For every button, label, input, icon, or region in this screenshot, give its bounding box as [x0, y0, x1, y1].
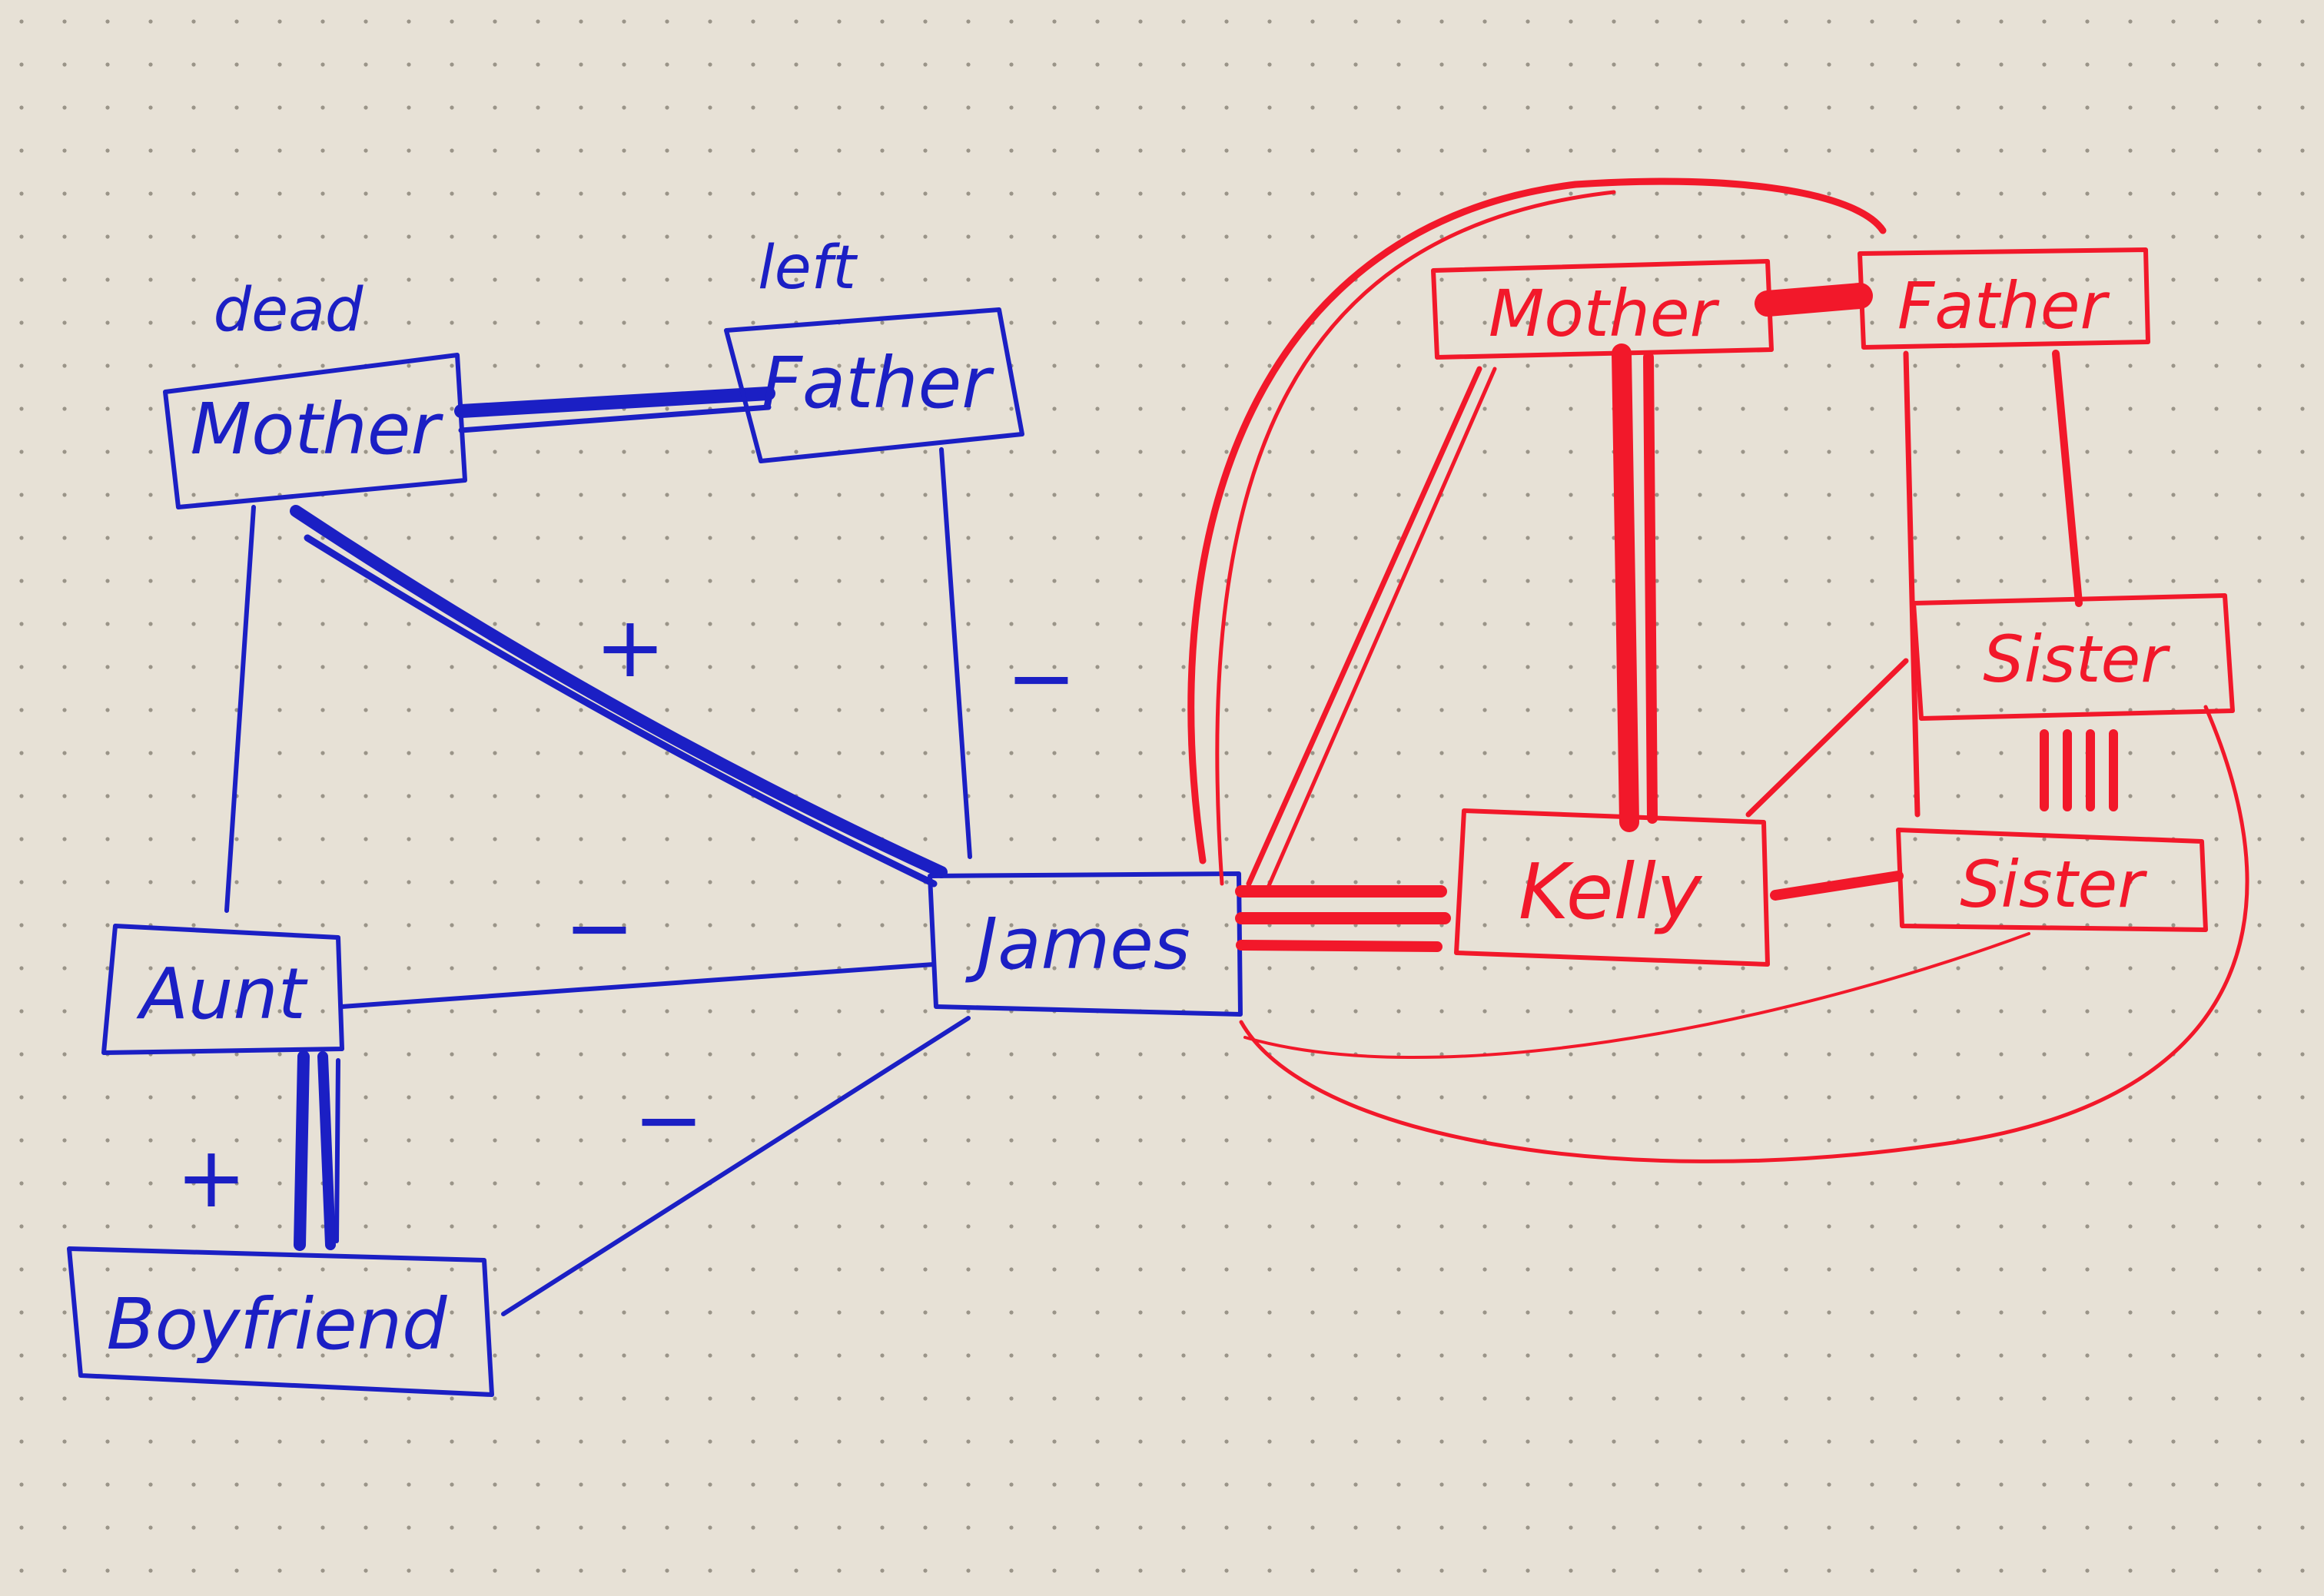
- red-loop-lower-2: [1243, 932, 2030, 1059]
- boyfriend-label: Boyfriend: [107, 1283, 448, 1365]
- aunt-box: [101, 924, 344, 1055]
- red-loop-lower: [1239, 705, 2249, 1163]
- sign-mother-james: +: [595, 598, 666, 696]
- red-sister-bottom-box: [1896, 828, 2208, 932]
- edge-aunt-boyfriend-2: [317, 1051, 336, 1250]
- boyfriend-box: [67, 1246, 494, 1397]
- mother-label-blue: Mother: [191, 388, 444, 470]
- edge-mother-james: [290, 505, 948, 878]
- edge-red-james-kelly-3: [1236, 940, 1443, 952]
- father-box: [724, 307, 1024, 463]
- sister-top-label: Sister: [1983, 622, 2170, 697]
- blue-labels: Mother Father Aunt Boyfriend James dead …: [107, 234, 1190, 1365]
- edge-aunt-james: [340, 962, 936, 1009]
- mother-note-dead: dead: [214, 276, 364, 345]
- red-labels: Mother Father Sister Kelly Sister: [1489, 268, 2170, 937]
- james-label: James: [964, 903, 1190, 985]
- edge-red-mother-james-2: [1266, 367, 1497, 890]
- red-family-group: [1187, 178, 2249, 1163]
- edge-aunt-boyfriend-3: [334, 1058, 340, 1243]
- edge-mother-father-2: [458, 404, 772, 433]
- father-label-blue: Father: [762, 342, 994, 424]
- mother-box: [163, 353, 467, 509]
- red-loop-upper: [1187, 178, 1887, 864]
- edge-red-kelly-sister-bottom: [1770, 871, 1904, 901]
- sign-aunt-james: −: [564, 878, 635, 977]
- edge-red-mother-father: [1755, 283, 1873, 317]
- red-loop-upper-2: [1215, 190, 1616, 886]
- edge-red-mother-kelly: [1612, 343, 1639, 832]
- red-father-box: [1858, 247, 2150, 350]
- red-sister-top-box: [1911, 593, 2235, 721]
- father-label-red: Father: [1897, 268, 2110, 343]
- sign-father-james: −: [1006, 629, 1077, 727]
- james-box: [928, 871, 1243, 1017]
- kelly-label: Kelly: [1519, 847, 1703, 937]
- kelly-box: [1454, 808, 1770, 967]
- edge-father-james: [939, 447, 972, 859]
- sign-aunt-boyfriend: +: [176, 1128, 247, 1226]
- aunt-label: Aunt: [136, 953, 308, 1035]
- mother-label-red: Mother: [1489, 276, 1720, 351]
- red-mother-box: [1431, 259, 1774, 360]
- edge-red-sisters: [2040, 729, 2118, 811]
- edge-mother-james-2: [304, 534, 938, 888]
- edge-red-mother-james: [1246, 366, 1482, 887]
- edge-mother-father: [454, 387, 775, 418]
- sign-boyfriend-james: −: [633, 1070, 704, 1169]
- edge-red-sister-top-kelly: [1745, 658, 1909, 818]
- blue-family-group: [67, 307, 1243, 1397]
- edge-red-mother-kelly-2: [1643, 352, 1658, 824]
- edge-mother-aunt: [224, 505, 256, 913]
- father-note-left: left: [758, 234, 858, 303]
- edge-red-father-sister-bottom: [1903, 350, 1921, 818]
- edge-red-father-sister-top: [2052, 350, 2083, 607]
- edge-aunt-boyfriend: [294, 1050, 310, 1251]
- edge-boyfriend-james: [501, 1016, 971, 1316]
- sister-bottom-label: Sister: [1960, 847, 2147, 922]
